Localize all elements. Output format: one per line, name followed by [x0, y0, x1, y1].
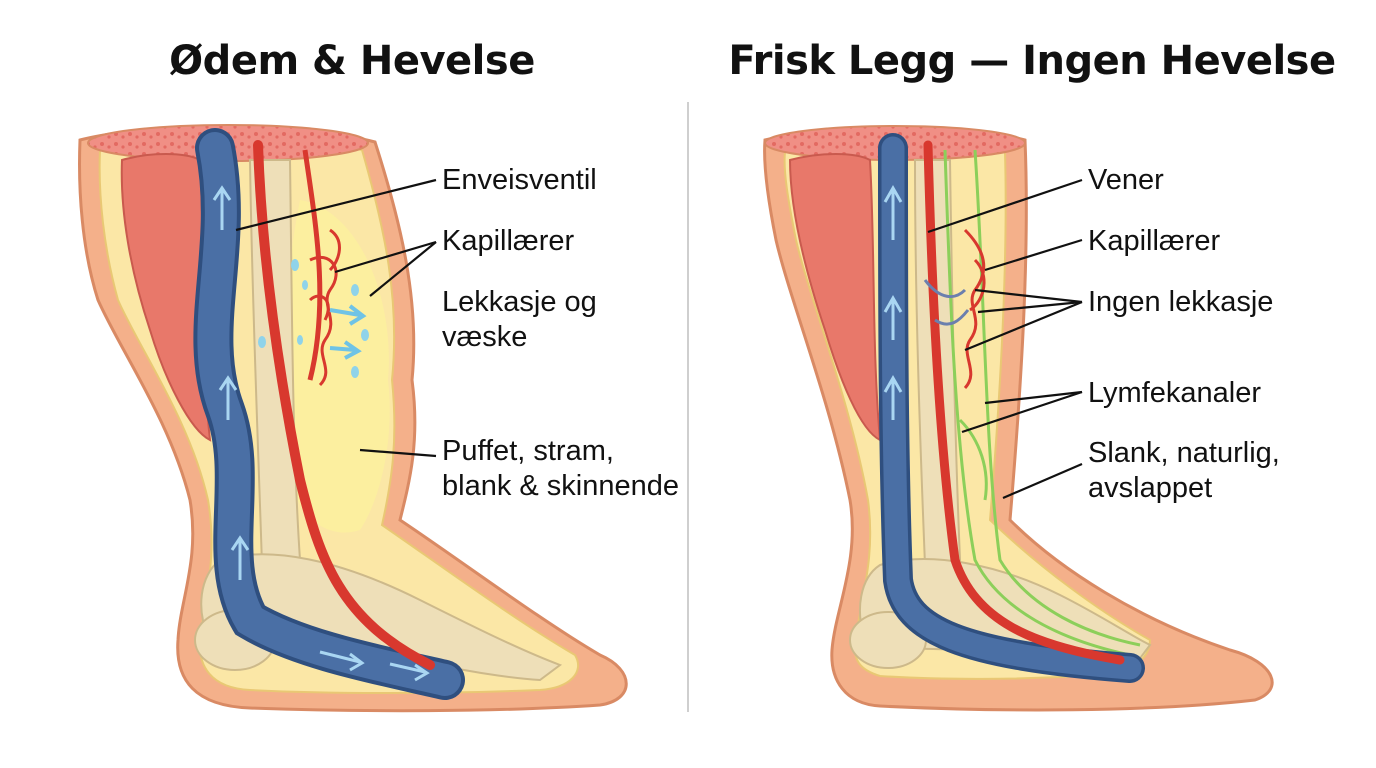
healthy-leg-artery: [923, 140, 1125, 665]
label-veins: Vener: [1088, 164, 1164, 196]
swollen-leg-vein-fill: [197, 132, 461, 696]
swollen-leg-artery: [253, 140, 435, 670]
swollen-capillary-bed: [308, 228, 341, 387]
label-slim-line2: avslappet: [1088, 472, 1213, 504]
label-capillaries-left: Kapillærer: [442, 225, 575, 257]
right-panel-title: Frisk Legg — Ingen Hevelse: [728, 38, 1336, 84]
label-leakage-line1: Lekkasje og: [442, 286, 597, 318]
label-no-leakage: Ingen lekkasje: [1088, 286, 1274, 318]
healthy-leg-vein-fill: [881, 136, 1142, 680]
swollen-leg-muscle: [120, 153, 212, 442]
left-panel-title: Ødem & Hevelse: [169, 38, 535, 84]
label-capillaries-right: Kapillærer: [1088, 225, 1221, 257]
swollen-vein-flow-arrows: [212, 185, 430, 682]
fluid-leakage: [258, 259, 369, 378]
label-lymph: Lymfekanaler: [1088, 377, 1262, 409]
healthy-vein-flow-arrows: [883, 184, 903, 420]
label-puffy-line1: Puffet, stram,: [442, 435, 614, 467]
left-leader-lines: [235, 178, 437, 458]
swollen-leg-illustration: [78, 124, 628, 713]
label-puffy-line2: blank & skinnende: [442, 470, 679, 502]
label-valve: Enveisventil: [442, 164, 597, 196]
label-slim-line1: Slank, naturlig,: [1088, 437, 1280, 469]
label-leakage-line2: væske: [442, 321, 528, 353]
healthy-capillary-bed: [923, 228, 986, 390]
healthy-leg-illustration: [763, 125, 1274, 712]
right-leader-lines: [927, 178, 1083, 500]
swollen-artery-branch: [302, 149, 323, 381]
